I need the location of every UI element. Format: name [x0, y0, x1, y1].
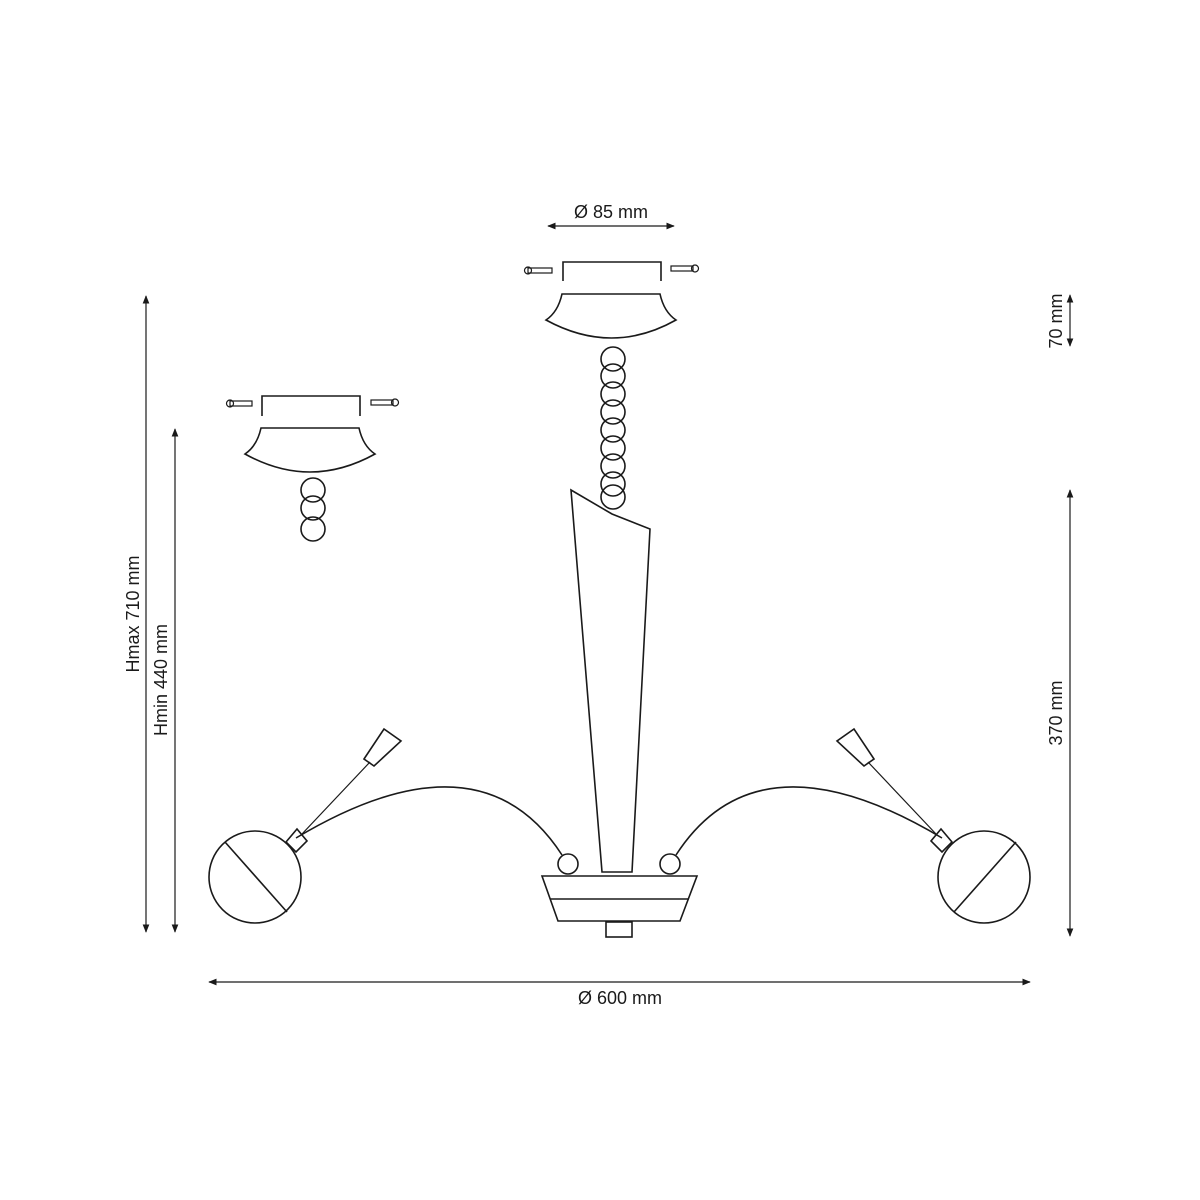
ceiling-canopy [544, 293, 678, 339]
inset-mounting-bracket [261, 395, 361, 416]
socket-right [929, 827, 954, 854]
overall-diameter-label: Ø 600 mm [578, 988, 662, 1008]
joint-ball-left [557, 853, 579, 875]
inset-bead-chain [300, 477, 326, 542]
hmax-label: Hmax 710 mm [123, 555, 143, 672]
canopy-diameter-label: Ø 85 mm [574, 202, 648, 222]
inset-screw-right-icon [370, 398, 400, 407]
arm-left [295, 786, 563, 856]
globe-shade-left [208, 830, 302, 924]
mounting-bracket [562, 261, 662, 281]
holder-left [362, 727, 403, 768]
holder-right [835, 727, 876, 768]
screw-left-icon [523, 266, 553, 275]
central-stem [570, 488, 651, 873]
globe-shade-right [937, 830, 1031, 924]
bead-chain [600, 346, 626, 510]
canopy-height-label: 70 mm [1046, 293, 1066, 348]
arm-right [675, 786, 943, 856]
body-height-label: 370 mm [1046, 680, 1066, 745]
socket-left [284, 827, 309, 854]
hmin-label: Hmin 440 mm [151, 624, 171, 736]
screw-right-icon [670, 264, 700, 273]
joint-ball-right [659, 853, 681, 875]
inset-canopy [243, 427, 377, 473]
inset-screw-left-icon [225, 399, 253, 408]
base-body [540, 875, 699, 922]
base-finial [605, 921, 633, 938]
